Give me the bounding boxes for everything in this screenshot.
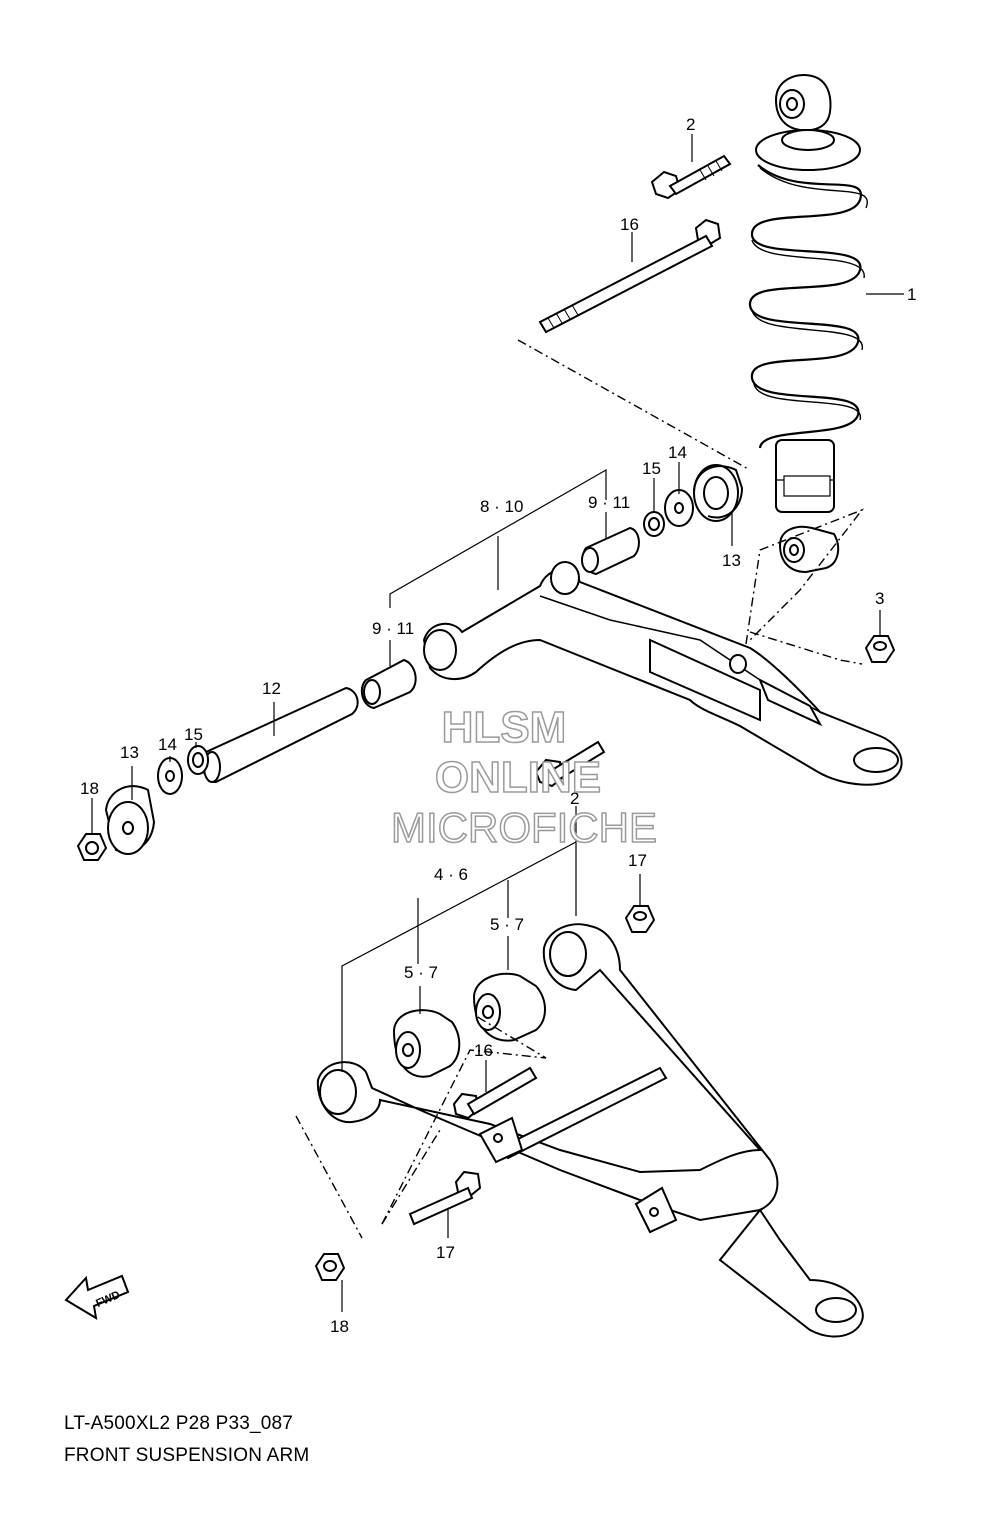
callout-8-10: 8 · 10 bbox=[480, 497, 523, 516]
watermark-line-3: MICROFICHE bbox=[391, 804, 657, 851]
callout-13-left: 13 bbox=[120, 743, 139, 762]
lower-arm-bushing-left bbox=[392, 1009, 461, 1078]
shock-lower-bolt bbox=[534, 740, 606, 788]
callout-2-mid: 2 bbox=[570, 789, 579, 808]
lower-arm-bolt-lower bbox=[408, 1170, 482, 1226]
watermark-line-2: ONLINE bbox=[435, 753, 601, 802]
shock-absorber bbox=[748, 74, 868, 574]
diagram-code: LT-A500XL2 P28 P33_087 bbox=[64, 1413, 294, 1434]
callout-12: 12 bbox=[262, 679, 281, 698]
watermark-line-1: HLSM bbox=[442, 703, 567, 752]
shock-nut bbox=[864, 635, 896, 663]
callout-5-7-left: 5 · 7 bbox=[404, 963, 438, 982]
callout-18-lower: 18 bbox=[330, 1317, 349, 1336]
lower-arm-bushing-right bbox=[472, 972, 546, 1042]
callout-18-upper: 18 bbox=[80, 779, 99, 798]
callout-3: 3 bbox=[875, 589, 884, 608]
watermark: HLSM ONLINE MICROFICHE bbox=[390, 702, 658, 852]
callout-1: 1 bbox=[907, 285, 916, 304]
callout-labels: 1 2 2 3 4 · 6 5 · 7 5 · 7 8 · 10 9 · 11 … bbox=[80, 115, 916, 1336]
upper-arm-bushing-right bbox=[581, 526, 640, 576]
long-pivot-bolt-upper bbox=[538, 218, 722, 334]
callout-13-right: 13 bbox=[722, 551, 741, 570]
callout-15-right: 15 bbox=[642, 459, 661, 478]
callout-16-top: 16 bbox=[620, 215, 639, 234]
assembly-centerlines bbox=[295, 339, 865, 1239]
lower-arm-nut-bottom bbox=[314, 1253, 346, 1281]
exploded-parts-diagram: 1 2 2 3 4 · 6 5 · 7 5 · 7 8 · 10 9 · 11 … bbox=[64, 74, 916, 1338]
callout-14-right: 14 bbox=[668, 443, 687, 462]
lower-arm-bolt-upper bbox=[452, 1066, 538, 1120]
fwd-arrow-icon bbox=[64, 1274, 130, 1320]
upper-right-spacers bbox=[643, 464, 744, 537]
upper-suspension-arm bbox=[422, 561, 903, 786]
forward-direction-arrow: FWD bbox=[64, 1274, 130, 1320]
callout-5-7-right: 5 · 7 bbox=[490, 915, 524, 934]
callout-4-6: 4 · 6 bbox=[434, 865, 468, 884]
diagram-title: FRONT SUSPENSION ARM bbox=[64, 1445, 310, 1466]
callout-16-lower: 16 bbox=[474, 1041, 493, 1060]
upper-nut bbox=[76, 833, 108, 861]
callout-9-11-left: 9 · 11 bbox=[372, 619, 414, 638]
lower-arm-nut-top bbox=[624, 905, 656, 933]
leader-lines bbox=[91, 134, 904, 1312]
lower-suspension-arm bbox=[316, 923, 864, 1338]
callout-15-left: 15 bbox=[184, 725, 203, 744]
upper-arm-bushing-left bbox=[360, 658, 417, 710]
callout-17-top: 17 bbox=[628, 851, 647, 870]
upper-left-spacers bbox=[104, 745, 209, 855]
callout-9-11-right: 9 · 11 bbox=[588, 493, 630, 512]
callout-17-lower: 17 bbox=[436, 1243, 455, 1262]
callout-14-left: 14 bbox=[158, 735, 177, 754]
callout-2-top: 2 bbox=[686, 115, 695, 134]
shock-top-bolt bbox=[650, 154, 732, 200]
pivot-pipe bbox=[201, 686, 359, 784]
